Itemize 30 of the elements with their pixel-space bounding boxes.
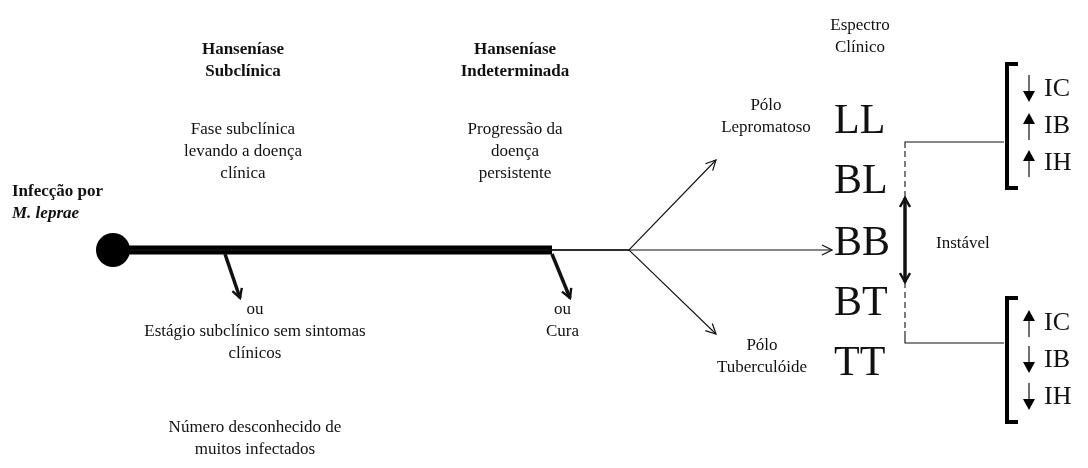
stage-description: Fase subclínica levando a doença clínica bbox=[183, 118, 303, 184]
infection-label: Infecção por M. leprae bbox=[12, 180, 104, 224]
arrow bbox=[898, 196, 912, 284]
connector-line bbox=[904, 281, 1005, 344]
spectrum-code: BL bbox=[830, 160, 910, 198]
index-label: IB bbox=[1044, 109, 1070, 141]
index-label: IH bbox=[1044, 380, 1072, 412]
spectrum-code: LL bbox=[830, 100, 910, 140]
spectrum-code: BB bbox=[830, 222, 910, 260]
spectrum-heading: Espectro Clínico bbox=[829, 14, 891, 58]
or-label: ou bbox=[554, 298, 571, 320]
spectrum-code: BT bbox=[830, 282, 910, 320]
outcome-text: Cura bbox=[545, 320, 579, 342]
index-label: IC bbox=[1044, 72, 1070, 104]
arrow bbox=[223, 253, 244, 300]
index-label: IH bbox=[1044, 146, 1072, 178]
pole-label: Pólo Tuberculóide bbox=[700, 334, 824, 382]
arrow bbox=[550, 253, 573, 300]
stage-description: Progressão da doença persistente bbox=[466, 118, 564, 184]
index-label: IC bbox=[1044, 306, 1070, 338]
start-dot bbox=[96, 233, 130, 267]
index-label: IB bbox=[1044, 343, 1070, 375]
note-text: Número desconhecido de muitos infectados bbox=[167, 416, 343, 460]
connector-line bbox=[904, 141, 1005, 198]
stage-heading: Hanseníase Indeterminada bbox=[459, 38, 571, 82]
spectrum-code: TT bbox=[830, 342, 910, 382]
stage-heading: Hanseníase Subclínica bbox=[200, 38, 286, 82]
pole-label: Pólo Lepromatoso bbox=[708, 88, 824, 160]
or-label: ou bbox=[246, 298, 264, 320]
outcome-text: Estágio subclínico sem sintomas clínicos bbox=[143, 320, 367, 364]
